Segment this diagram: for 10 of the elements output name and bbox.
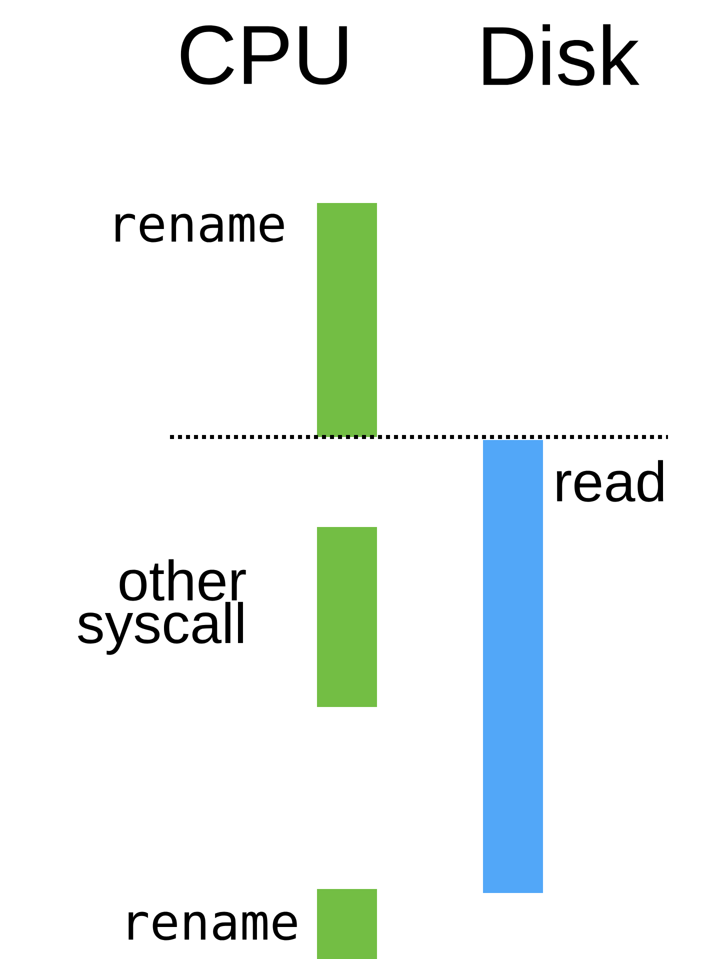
column-heading: CPU bbox=[180, 25, 347, 85]
bar bbox=[317, 203, 377, 437]
bar bbox=[317, 527, 377, 707]
bar-label: rename bbox=[128, 912, 297, 940]
bar bbox=[317, 889, 377, 959]
bar-label: read bbox=[556, 460, 664, 502]
bar bbox=[483, 440, 543, 893]
bar-label: rename bbox=[116, 214, 284, 242]
column-heading: Disk bbox=[484, 24, 640, 86]
bar-label: other syscall bbox=[78, 559, 246, 655]
